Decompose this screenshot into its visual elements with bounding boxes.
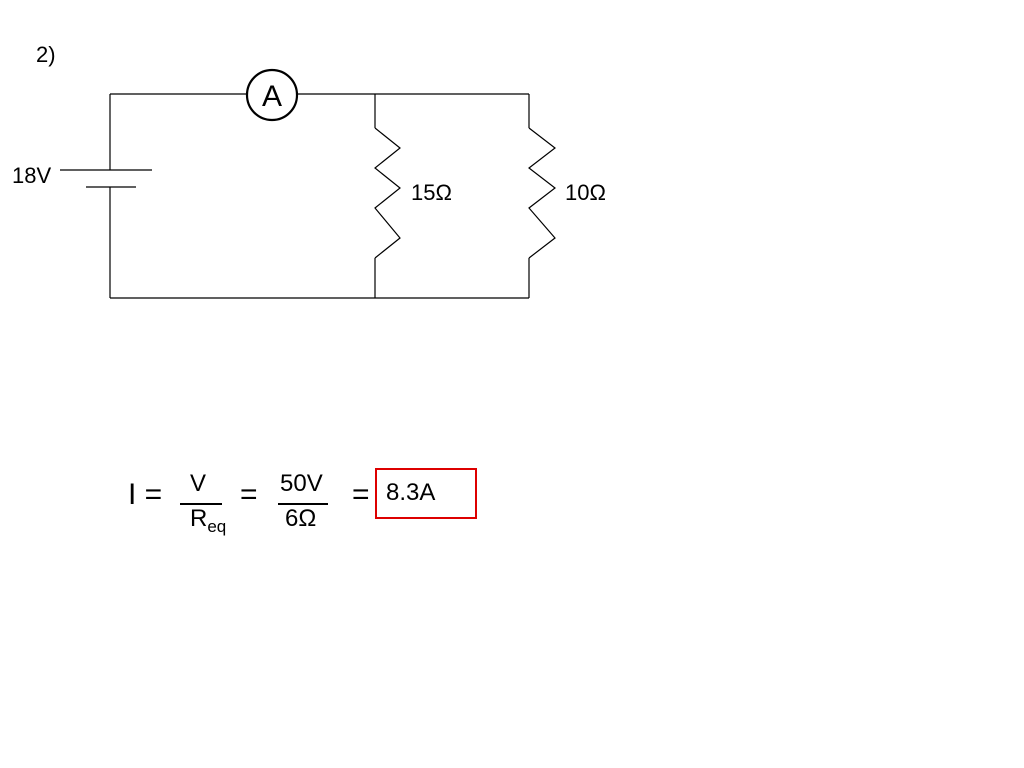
req-subscript: eq bbox=[207, 517, 227, 536]
answer-value: 8.3A bbox=[386, 479, 436, 506]
resistor-2-label: 10Ω bbox=[565, 180, 606, 205]
answer-box bbox=[375, 468, 477, 519]
fraction-1-numerator: V bbox=[190, 470, 207, 497]
ammeter-label: A bbox=[262, 80, 282, 113]
problem-number: 2) bbox=[36, 42, 56, 67]
fraction-2-denominator: 6Ω bbox=[285, 505, 317, 532]
ammeter bbox=[245, 68, 299, 122]
resistor-10-ohm bbox=[528, 127, 556, 259]
fraction-2-bar bbox=[278, 503, 328, 505]
equals-sign-2: = bbox=[352, 478, 370, 511]
equals-sign-1: = bbox=[240, 478, 258, 511]
fraction-1-bar bbox=[180, 503, 222, 505]
req-main: R bbox=[190, 505, 208, 532]
fraction-2-numerator: 50V bbox=[280, 470, 323, 497]
resistor-1-label: 15Ω bbox=[411, 180, 452, 205]
equation-lhs: I = bbox=[128, 478, 163, 511]
fraction-1-denominator: Req bbox=[190, 505, 227, 536]
battery-label: 18V bbox=[12, 163, 52, 188]
resistor-15-ohm bbox=[374, 127, 401, 259]
